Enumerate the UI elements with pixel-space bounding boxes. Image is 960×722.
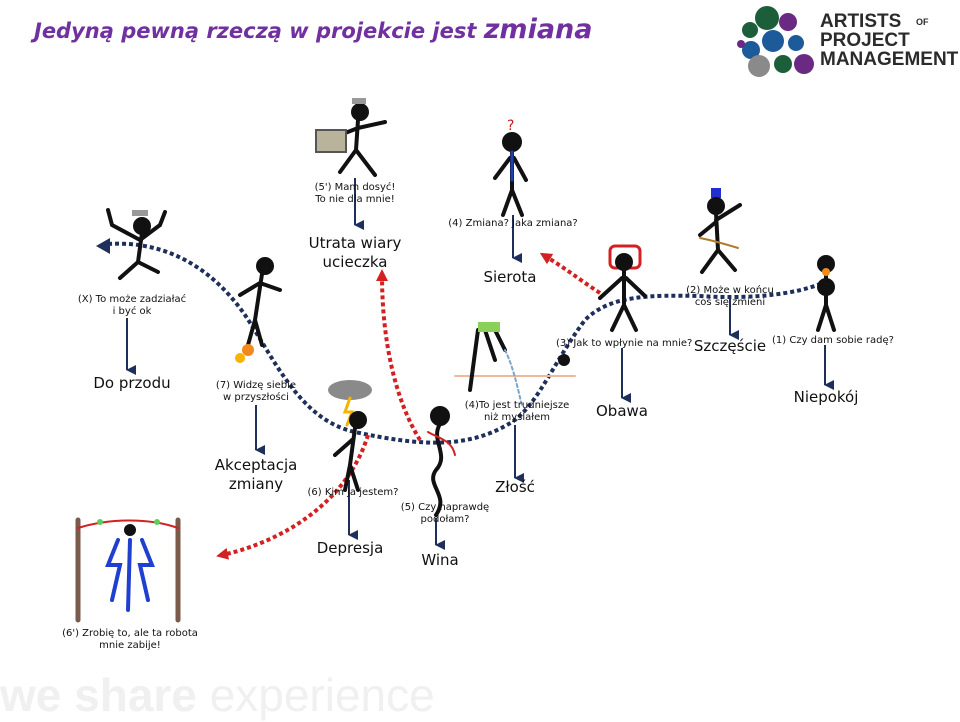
stage-x-caption-line1: (X) To może zadziałać	[77, 294, 187, 305]
stage-x-caption: (X) To może zadziałać i być ok	[70, 294, 194, 318]
stage-7-label-line1: Akceptacja	[214, 456, 298, 474]
stage-x-caption-line2: i być ok	[112, 306, 152, 317]
stage-4b-label: Złość	[495, 478, 535, 496]
stage-2-label: Szczęście	[693, 337, 767, 355]
stage-5-caption-line2: podołam?	[420, 514, 470, 525]
stage-1-caption: (1) Czy dam sobie radę?	[772, 335, 894, 346]
stage-5p-label: Utrata wiary ucieczka	[290, 234, 420, 272]
stage-5p-caption: (5') Mam dosyć! To nie dla mnie!	[305, 182, 405, 206]
stage-7-caption: (7) Widzę siebie w przyszłości	[200, 380, 312, 404]
title-accent: zmiana	[483, 14, 593, 45]
stage-5p-label-line1: Utrata wiary	[308, 234, 402, 252]
stage-4a-label: Sierota	[483, 268, 537, 286]
stage-5p-caption-line1: (5') Mam dosyć!	[314, 182, 396, 193]
stage-3-caption: (3) Jak to wpłynie na mnie?	[556, 338, 693, 349]
page-title: Jedyną pewną rzeczą w projekcie jest zmi…	[34, 14, 592, 45]
stage-7-caption-line2: w przyszłości	[223, 392, 289, 403]
stage-1-label: Niepokój	[793, 388, 859, 406]
logo-line3: MANAGEMENT	[820, 49, 959, 70]
logo-dot	[779, 13, 797, 31]
stage-5-label: Wina	[421, 551, 459, 569]
curve-start-arrow-icon	[96, 238, 110, 254]
stage-2-caption: (2) Może w końcu coś się zmieni	[680, 285, 780, 309]
logo-dot	[742, 22, 758, 38]
figure-s6-storm-icon	[328, 380, 372, 492]
figure-x-dancing-icon	[106, 208, 167, 280]
logo-dot	[794, 54, 814, 74]
figure-s5-bound-icon	[427, 406, 456, 517]
figure-s4b-jumping-icon	[454, 322, 576, 406]
stage-4a-caption: (4) Zmiana? Jaka zmiana?	[448, 218, 578, 229]
stage-6p-caption: (6') Zrobię to, ale ta robota mnie zabij…	[50, 628, 210, 652]
logo-wordmark: ARTISTS OF PROJECT MANAGEMENT	[820, 12, 958, 69]
artists-of-pm-logo	[737, 6, 814, 77]
logo-dot	[748, 55, 770, 77]
title-lead: Jedyną pewną rzeczą w projekcie jest	[34, 19, 477, 43]
red-branch-escape	[376, 269, 422, 442]
stage-4b-caption-line1: (4)To jest trudniejsze	[464, 400, 570, 411]
stage-4b-caption-line2: niż myślałem	[483, 412, 551, 423]
logo-dot	[742, 41, 760, 59]
stage-5p-caption-line2: To nie dla mnie!	[315, 194, 395, 205]
stage-7-label: Akceptacja zmiany	[200, 456, 312, 494]
stage-6p-caption-line2: mnie zabije!	[99, 640, 161, 651]
figure-s3-worried-icon	[598, 244, 647, 332]
stage-5p-label-line2: ucieczka	[322, 253, 388, 271]
svg-text:?: ?	[507, 118, 514, 134]
stage-6p-caption-line1: (6') Zrobię to, ale ta robota	[62, 628, 198, 639]
figure-s1-bomb-icon	[816, 255, 836, 332]
logo-line2: PROJECT	[820, 30, 910, 51]
logo-dot	[788, 35, 804, 51]
stage-5-caption-line1: (5) Czy naprawdę	[400, 502, 490, 513]
stage-3-label: Obawa	[596, 402, 648, 420]
figure-s6p-electric-icon	[75, 517, 181, 623]
logo-line1: ARTISTS	[820, 11, 902, 32]
stage-6-label: Depresja	[316, 539, 384, 557]
watermark: we share experience	[0, 668, 435, 722]
figure-s4a-question-icon: ?	[493, 118, 528, 217]
logo-dot	[762, 30, 784, 52]
logo-dot	[755, 6, 779, 30]
logo-dot	[774, 55, 792, 73]
stage-4b-caption: (4)To jest trudniejsze niż myślałem	[456, 400, 578, 424]
change-curve	[107, 241, 821, 445]
figure-s2-hat-icon	[698, 188, 742, 274]
stage-7-caption-line1: (7) Widzę siebie	[215, 380, 297, 391]
stage-2-caption-line2: coś się zmieni	[694, 297, 766, 308]
stage-2-caption-line1: (2) Może w końcu	[686, 285, 774, 296]
stage-7-label-line2: zmiany	[228, 475, 284, 493]
watermark-bold: we share	[0, 669, 197, 721]
stage-6-caption: (6) Kim ja jestem?	[307, 487, 399, 498]
logo-of: OF	[916, 17, 929, 27]
logo-dot	[737, 40, 745, 48]
stage-x-label: Do przodu	[93, 374, 171, 392]
watermark-rest: experience	[209, 669, 435, 721]
red-branch-overwork	[216, 434, 370, 560]
figure-s7-stars-icon	[235, 257, 282, 363]
stage-5-caption: (5) Czy naprawdę podołam?	[390, 502, 500, 526]
figure-s5p-briefcase-icon	[315, 98, 387, 177]
